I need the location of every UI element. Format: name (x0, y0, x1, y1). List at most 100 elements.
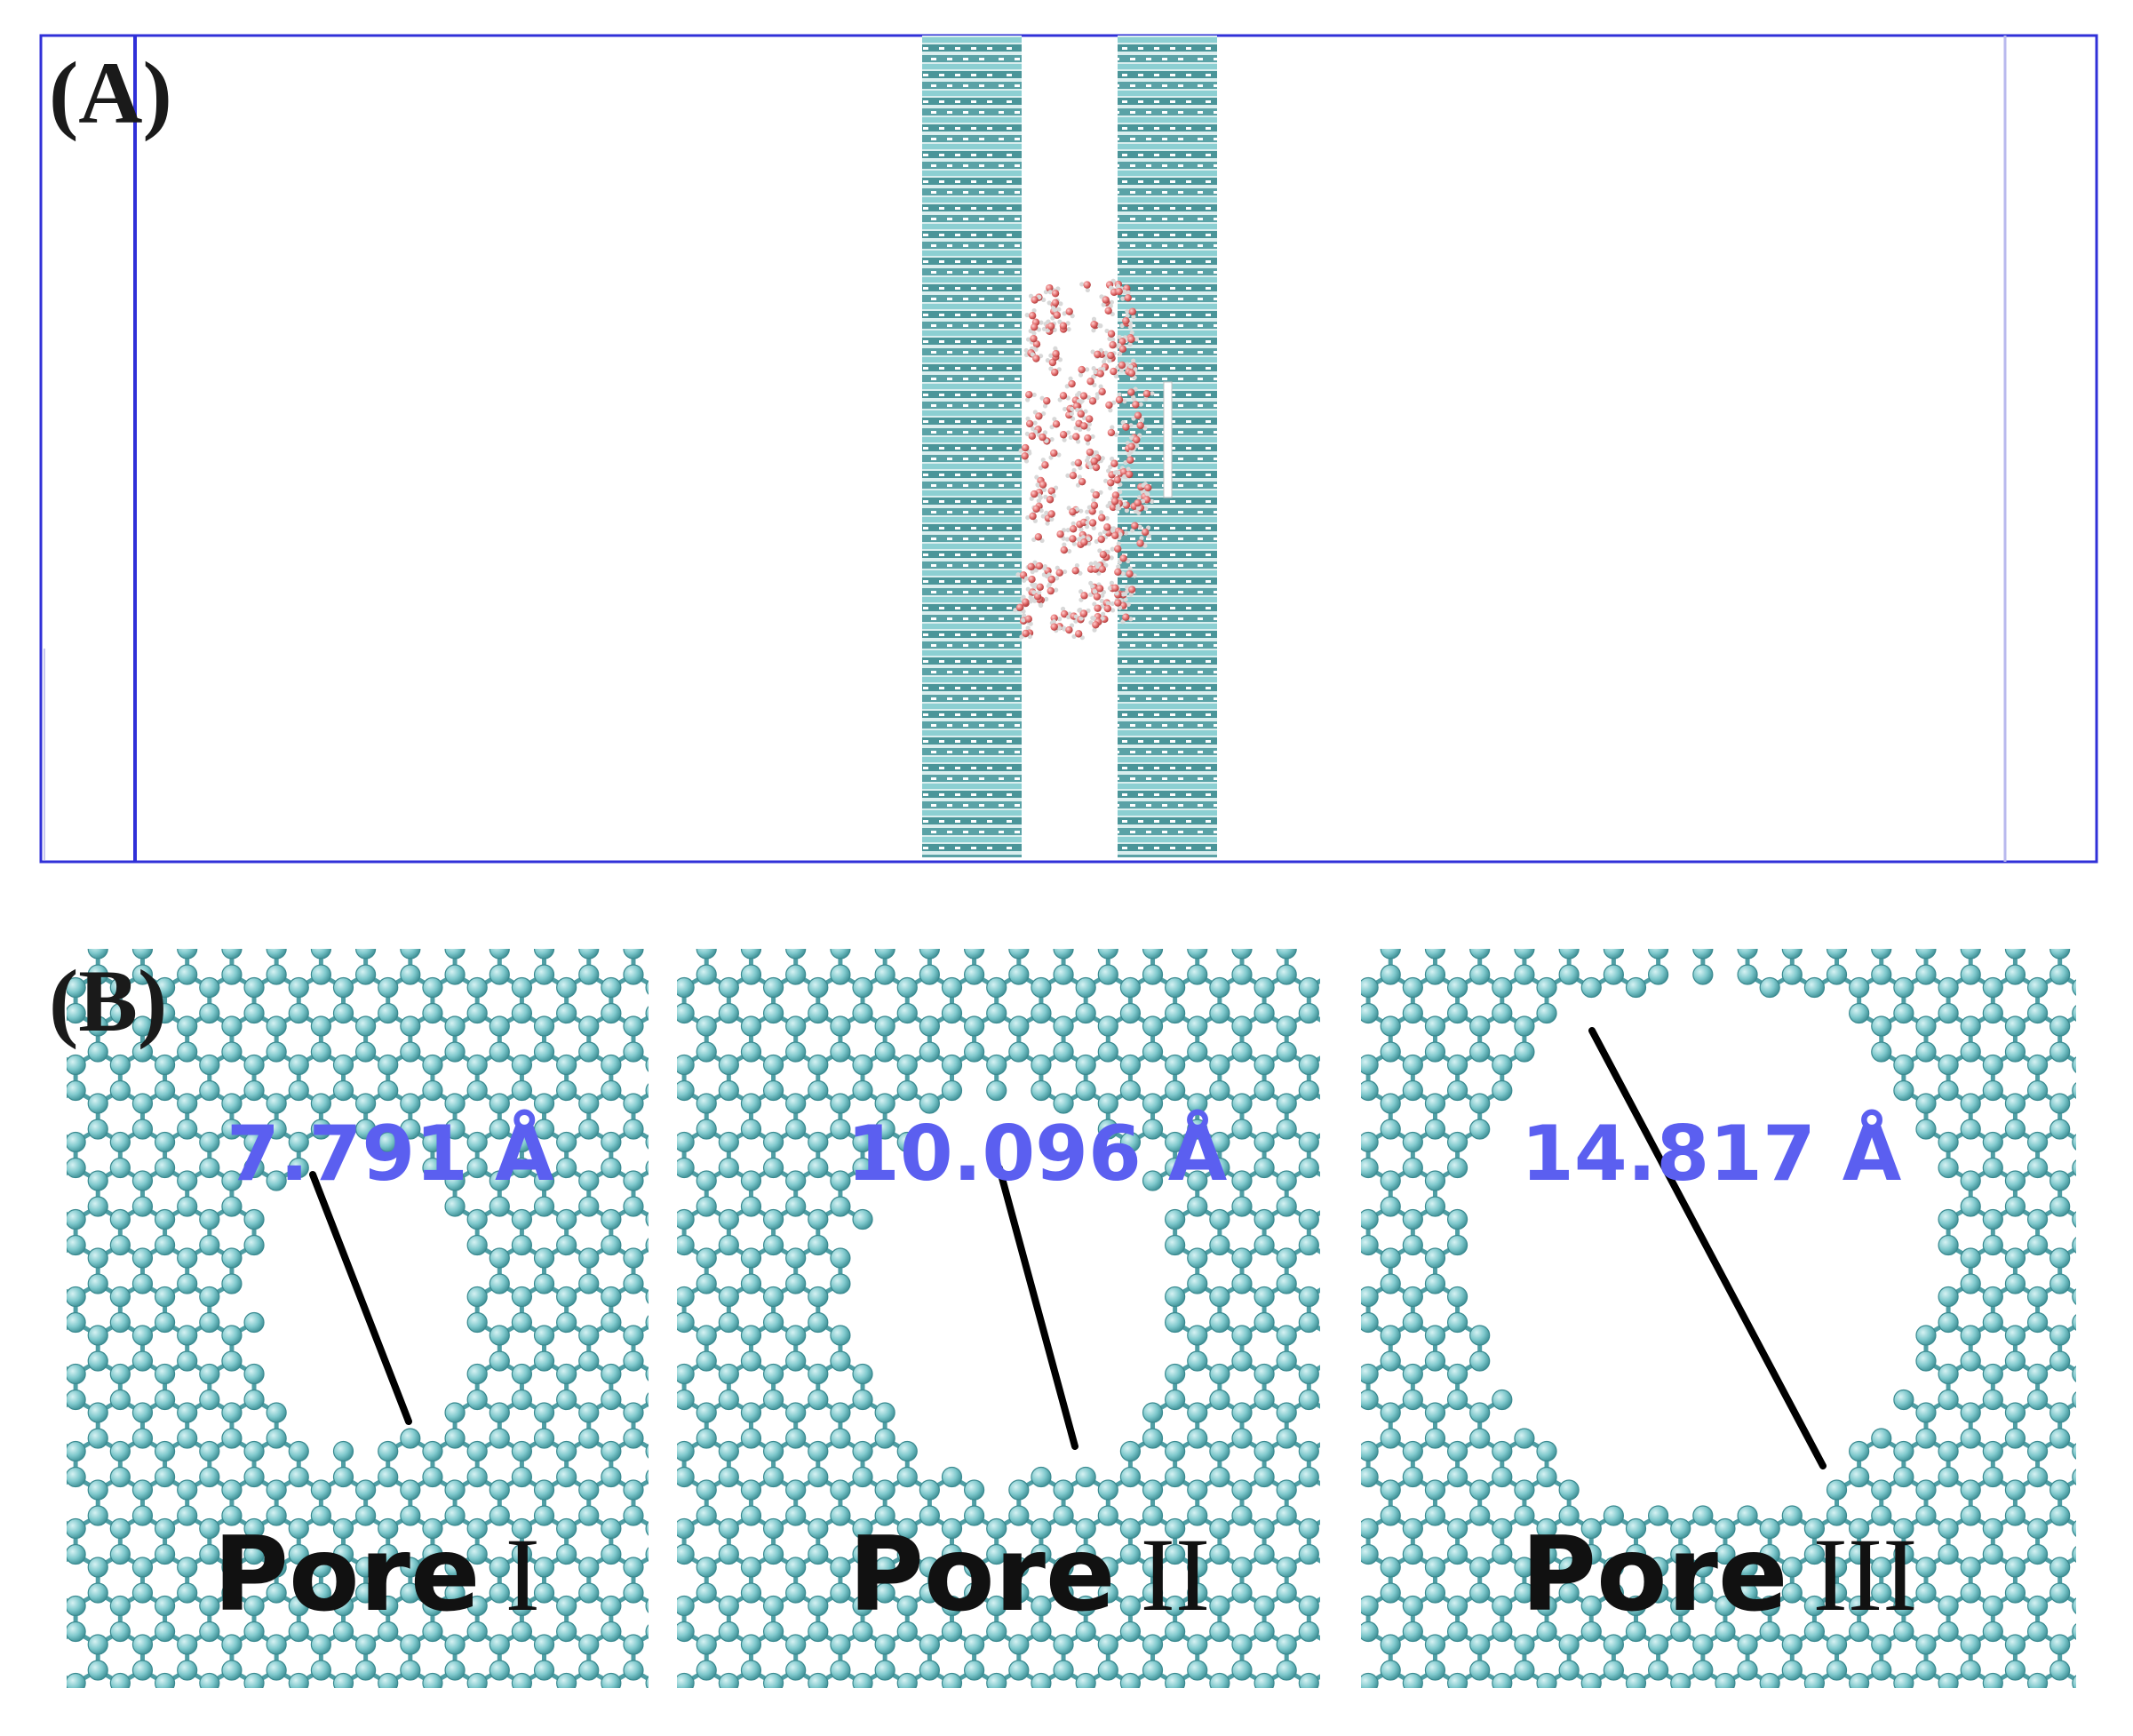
oxygen-atom (1127, 369, 1136, 378)
cc-bond (1301, 936, 1324, 950)
carbon-atom (696, 1402, 717, 1423)
carbon-atom (489, 1402, 510, 1423)
carbon-atom (288, 1002, 309, 1024)
cc-bond (31, 1555, 53, 1568)
carbon-atom (652, 1635, 672, 1654)
oxygen-atom (1092, 463, 1101, 472)
carbon-atom (1053, 1582, 1074, 1604)
carbon-atom (154, 1157, 176, 1179)
hydrogen-atom (1107, 585, 1113, 591)
carbon-atom (131, 1557, 154, 1578)
carbon-atom (221, 1479, 243, 1501)
hydrogen-atom (1024, 431, 1030, 436)
hydrogen-atom (1126, 558, 1131, 564)
water-molecule (1088, 620, 1100, 633)
hydrogen-atom (1090, 584, 1095, 589)
carbon-atom (652, 1326, 672, 1345)
carbon-atom (1165, 1286, 1186, 1308)
carbon-atom (533, 964, 555, 985)
carbon-atom (1321, 1557, 1341, 1577)
carbon-atom (1142, 1479, 1164, 1501)
carbon-atom (154, 1234, 176, 1256)
carbon-atom (444, 964, 466, 985)
carbon-atom (964, 964, 985, 985)
cc-bond (656, 1246, 678, 1259)
carbon-atom (1209, 1543, 1230, 1565)
carbon-atom (221, 1660, 243, 1681)
carbon-atom (355, 1660, 377, 1681)
carbon-atom (762, 1517, 784, 1540)
carbon-atom (155, 901, 175, 920)
hydrogen-atom (1110, 601, 1115, 607)
carbon-atom (67, 1002, 86, 1024)
cc-bond (885, 949, 890, 952)
carbon-atom (378, 1002, 399, 1024)
water-molecule (1078, 589, 1088, 602)
cc-bond (477, 1709, 499, 1723)
carbon-atom (21, 1468, 41, 1487)
carbon-atom (243, 1543, 265, 1565)
cc-bond (1970, 949, 1976, 952)
carbon-atom (466, 1543, 488, 1565)
carbon-atom (1321, 1171, 1341, 1191)
cc-bond (1881, 949, 1886, 952)
carbon-atom (266, 1015, 287, 1037)
cc-bond (495, 949, 500, 952)
cc-bond (1063, 1709, 1086, 1723)
oxygen-atom (1110, 459, 1118, 467)
carbon-atom (624, 1712, 643, 1732)
oxygen-atom (1107, 351, 1115, 360)
carbon-atom (830, 1505, 851, 1526)
carbon-atom (0, 939, 19, 959)
carbon-atom (467, 927, 487, 946)
oxygen-atom (1118, 345, 1127, 354)
cc-bond (1264, 1709, 1286, 1723)
carbon-atom (400, 1557, 421, 1578)
cc-bond (1524, 949, 1529, 952)
carbon-atom (830, 1247, 851, 1269)
carbon-atom (44, 1274, 63, 1294)
carbon-atom (109, 1440, 131, 1462)
carbon-atom (87, 1093, 108, 1114)
carbon-atom (221, 1093, 243, 1114)
cc-bond (656, 1632, 678, 1645)
oxygen-atom (1056, 530, 1064, 538)
cc-bond (840, 1709, 863, 1723)
water-molecule (1117, 554, 1131, 565)
carbon-atom (1298, 1363, 1319, 1385)
cc-bond (2105, 975, 2127, 988)
cc-bond (751, 1709, 773, 1723)
carbon-atom (578, 1557, 600, 1578)
carbon-atom (808, 1363, 829, 1385)
carbon-atom (221, 1634, 243, 1655)
carbon-atom (489, 1093, 510, 1114)
cc-bond (1747, 949, 1753, 952)
hydrogen-atom (1077, 474, 1082, 480)
carbon-atom (601, 1234, 622, 1256)
cc-bond (1398, 1709, 1421, 1723)
carbon-atom (444, 1479, 466, 1501)
carbon-atom (1298, 1595, 1319, 1617)
carbon-atom (378, 1466, 399, 1488)
cc-bond (1152, 949, 1158, 952)
cc-bond (1331, 1632, 1353, 1645)
carbon-atom (288, 976, 309, 999)
carbon-atom (1254, 1157, 1275, 1179)
cc-bond (1331, 1709, 1353, 1723)
carbon-atom (109, 1311, 131, 1334)
water-molecule (1127, 442, 1140, 455)
hydrogen-atom (1109, 555, 1114, 561)
carbon-atom (1075, 1621, 1096, 1643)
carbon-atom (1209, 1286, 1230, 1308)
water-molecule (1122, 313, 1134, 326)
carbon-atom (919, 1557, 940, 1578)
carbon-atom (1075, 1079, 1096, 1102)
carbon-atom (1165, 1389, 1186, 1411)
carbon-atom (243, 1208, 265, 1230)
hydrogen-atom (1116, 564, 1121, 569)
carbon-atom (1254, 1595, 1275, 1617)
carbon-atom (896, 1054, 918, 1076)
carbon-atom (200, 927, 219, 946)
carbon-atom (852, 1131, 873, 1153)
cc-bond (1324, 1052, 1346, 1065)
